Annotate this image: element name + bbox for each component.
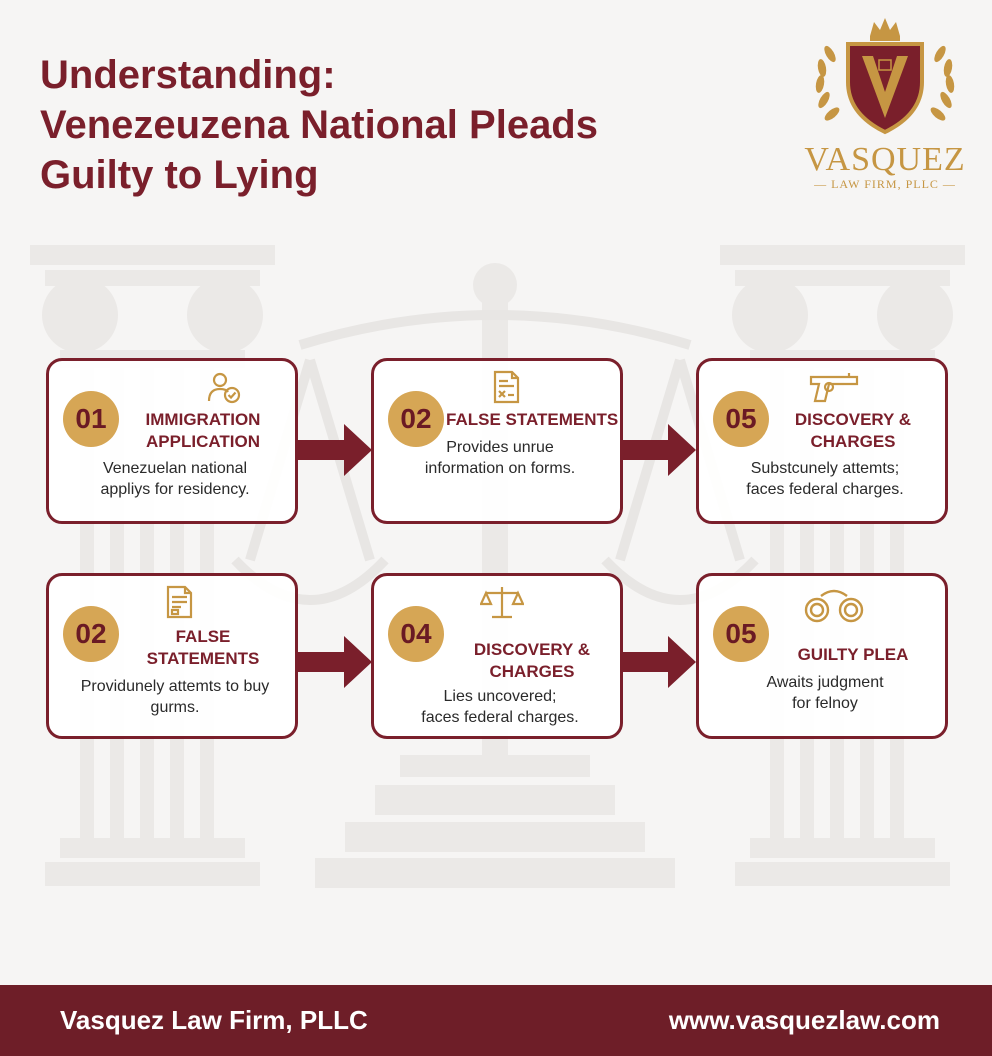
document-icon	[493, 370, 520, 404]
step-number-badge: 04	[388, 606, 444, 662]
step-title: GUILTY PLEA	[775, 644, 931, 666]
step-title-line: CHARGES	[489, 662, 575, 681]
step-card-5: 04 DISCOVERY & CHARGES Lies uncovered; f…	[371, 573, 623, 739]
gun-icon	[809, 373, 859, 403]
firm-logo: VASQUEZ — LAW FIRM, PLLC —	[800, 14, 970, 191]
step-title: FALSE STATEMENTS	[125, 626, 281, 670]
step-title-line: IMMIGRATION	[145, 410, 261, 429]
step-description-line: Provides unrue	[446, 439, 554, 456]
step-title-line: DISCOVERY &	[794, 410, 912, 429]
step-card-1: 01 IMMIGRATION APPLICATION Venezuelan na…	[46, 358, 298, 524]
step-title: DISCOVERY & CHARGES	[446, 639, 618, 683]
handcuffs-icon	[804, 589, 864, 623]
step-description-line: faces federal charges.	[746, 481, 904, 498]
step-card-3: 05 DISCOVERY & CHARGES Substcunely attem…	[696, 358, 948, 524]
title-line-1: Understanding:	[40, 53, 336, 97]
step-title-line: FALSE	[175, 627, 231, 646]
arrow-right-icon	[620, 636, 696, 688]
document-icon	[166, 585, 193, 619]
arrow-right-icon	[296, 424, 372, 476]
step-description-line: Venezuelan national	[102, 460, 248, 477]
step-title: IMMIGRATION APPLICATION	[125, 409, 281, 453]
logo-subtitle-text: LAW FIRM, PLLC	[831, 177, 939, 191]
step-title-line: CHARGES	[810, 432, 896, 451]
logo-subtitle: — LAW FIRM, PLLC —	[814, 177, 956, 191]
step-description-line: faces federal charges.	[421, 709, 579, 726]
title-line-3: Guilty to Lying	[40, 153, 319, 197]
step-number-badge: 02	[388, 391, 444, 447]
laurel-crest-icon	[815, 18, 955, 135]
arrow-right-icon	[296, 636, 372, 688]
step-description-line: for felnoy	[792, 695, 858, 712]
step-number-badge: 05	[713, 606, 769, 662]
step-number-badge: 05	[713, 391, 769, 447]
step-description-line: information on forms.	[424, 460, 576, 477]
step-description-line: Providunely attemts to buy	[80, 678, 270, 695]
step-title-line: GUILTY PLEA	[797, 645, 909, 664]
user-check-icon	[207, 372, 241, 404]
logo-name: VASQUEZ	[804, 141, 966, 178]
footer-bar: Vasquez Law Firm, PLLC www.vasquezlaw.co…	[0, 985, 992, 1056]
footer-website-link[interactable]: www.vasquezlaw.com	[668, 1005, 940, 1035]
step-title-line: FALSE STATEMENTS	[446, 410, 619, 429]
step-card-2: 02 FALSE STATEMENTS Provides unrue infor…	[371, 358, 623, 524]
step-description: Provides unrue information on forms.	[380, 437, 620, 479]
step-description: Venezuelan national appliys for residenc…	[55, 458, 295, 500]
step-card-6: 05 GUILTY PLEA Awaits judgment for felno…	[696, 573, 948, 739]
title-line-2: Venezeuzena National Pleads	[40, 103, 598, 147]
step-title: DISCOVERY & CHARGES	[775, 409, 931, 453]
step-number-badge: 01	[63, 391, 119, 447]
step-number-badge: 02	[63, 606, 119, 662]
step-title-line: STATEMENTS	[146, 649, 260, 668]
step-description: Providunely attemts to buy gurms.	[55, 676, 295, 718]
step-description-line: Awaits judgment	[766, 674, 884, 691]
arrow-right-icon	[620, 424, 696, 476]
step-description: Substcunely attemts; faces federal charg…	[705, 458, 945, 500]
scales-icon	[480, 587, 524, 619]
step-title-line: APPLICATION	[146, 432, 260, 451]
step-title: FALSE STATEMENTS	[446, 409, 619, 431]
step-description: Lies uncovered; faces federal charges.	[380, 686, 620, 728]
step-description-line: Substcunely attemts;	[750, 460, 900, 477]
step-description-line: appliys for residency.	[100, 481, 250, 498]
page-title: Understanding: Venezeuzena National Plea…	[40, 50, 740, 200]
step-title-line: DISCOVERY &	[473, 640, 591, 659]
step-card-4: 02 FALSE STATEMENTS Providunely attemts …	[46, 573, 298, 739]
step-description-line: gurms.	[150, 699, 200, 716]
step-description: Awaits judgment for felnoy	[705, 672, 945, 714]
footer-firm-name: Vasquez Law Firm, PLLC	[60, 1005, 368, 1035]
step-description-line: Lies uncovered;	[443, 688, 557, 705]
